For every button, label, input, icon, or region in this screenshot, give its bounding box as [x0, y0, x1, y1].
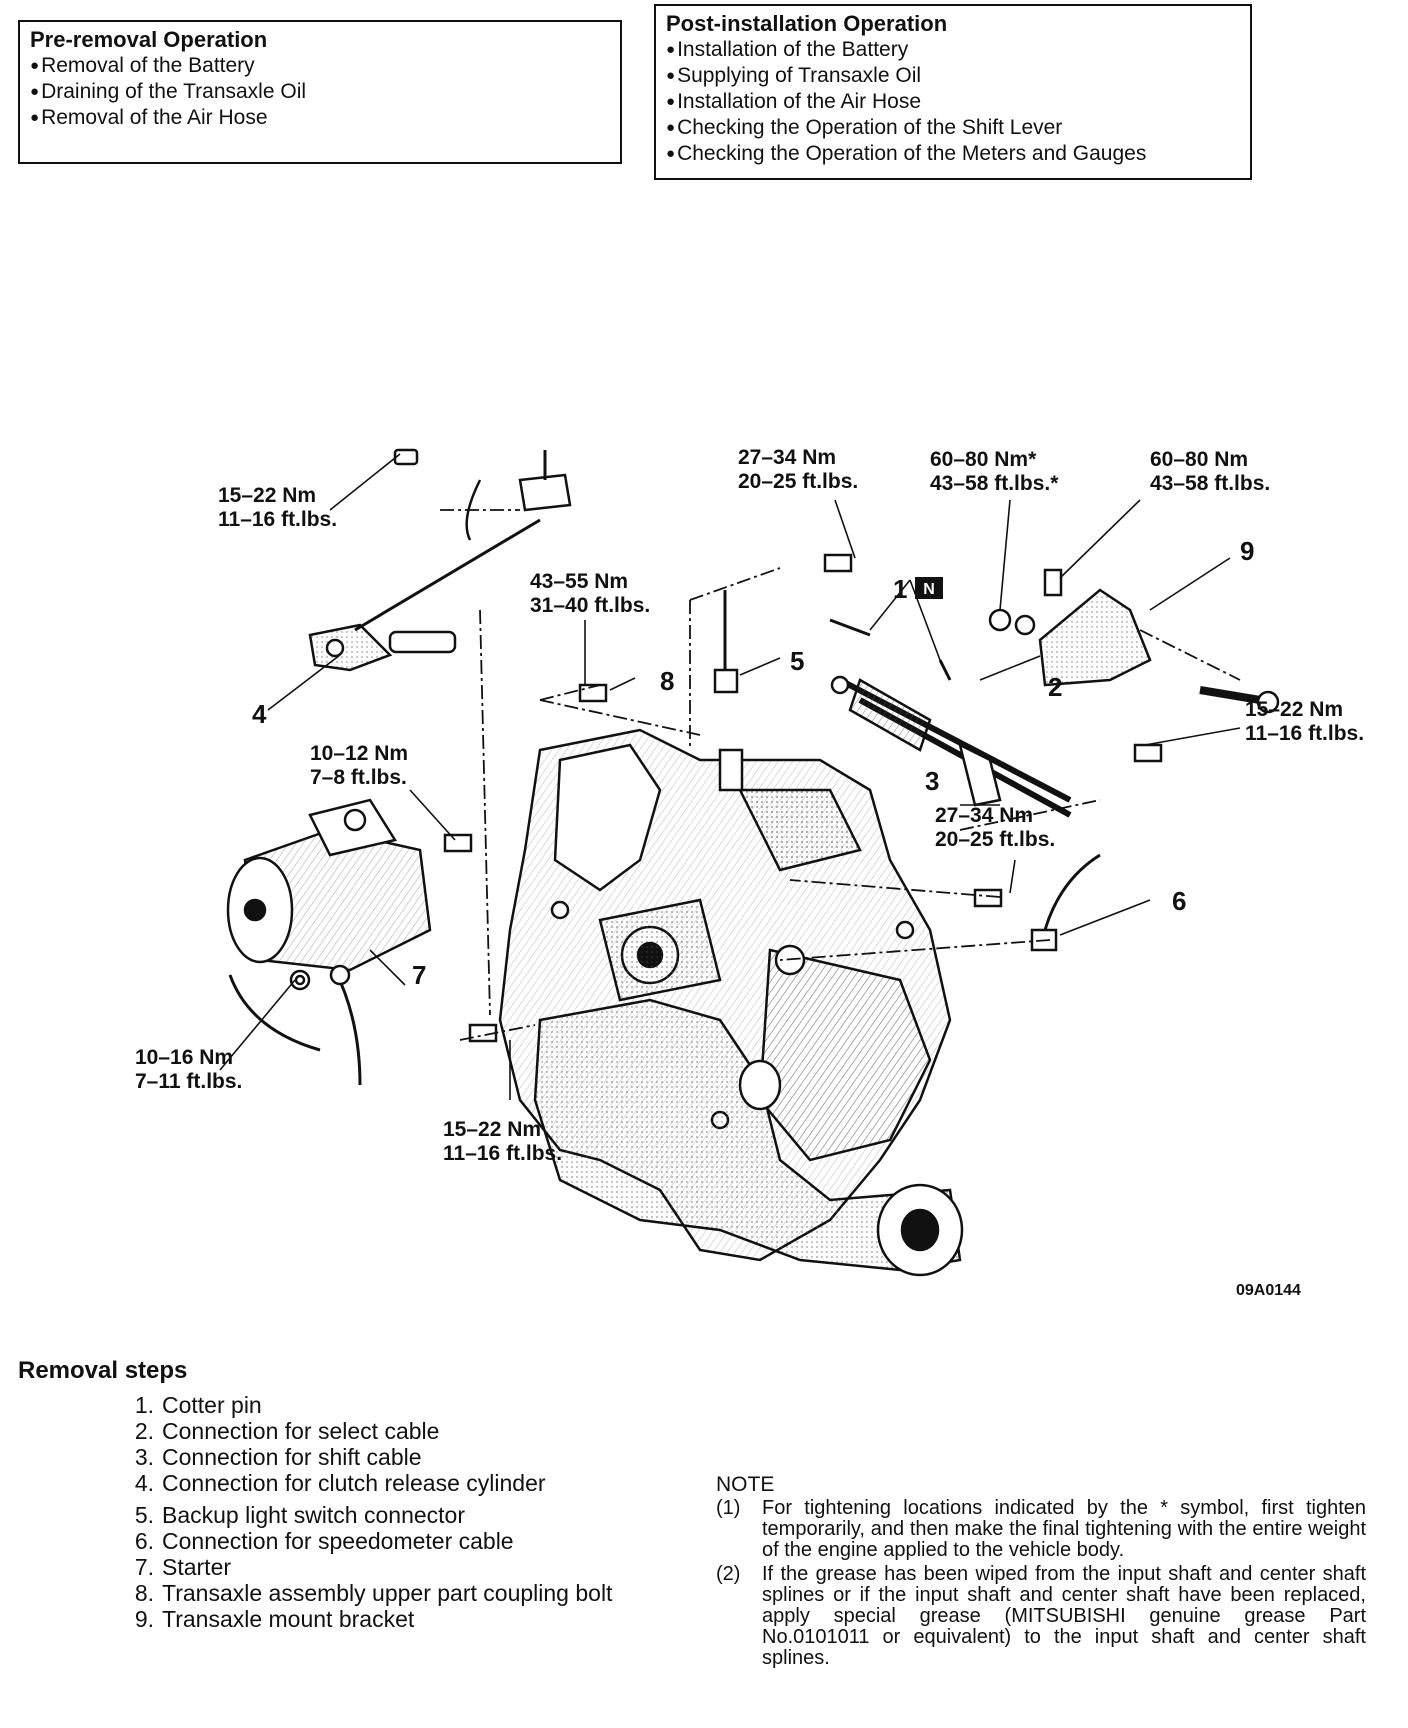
post-installation-item: Installation of the Air Hose [666, 90, 1240, 116]
torque-label-ft: 7–11 ft.lbs. [135, 1070, 242, 1093]
callout-8: 8 [660, 666, 674, 696]
removal-steps-title: Removal steps [18, 1357, 188, 1384]
post-installation-list: Installation of the Battery Supplying of… [666, 38, 1240, 168]
step-number: 4. [134, 1470, 154, 1496]
shift-select-cables [829, 618, 1072, 818]
torque-label-ft: 43–58 ft.lbs.* [930, 472, 1059, 495]
torque-label-nm: 15–22 Nm [443, 1118, 541, 1141]
step-number: 5. [134, 1502, 154, 1528]
torque-label-nm: 60–80 Nm* [930, 448, 1037, 471]
callout-6: 6 [1172, 886, 1186, 916]
step-text: Connection for speedometer cable [162, 1528, 514, 1554]
torque-label-ft: 20–25 ft.lbs. [935, 828, 1055, 851]
note-title: NOTE [716, 1473, 775, 1496]
removal-step: 5. Backup light switch connector [122, 1502, 662, 1528]
step-text: Connection for clutch release cylinder [162, 1470, 546, 1496]
new-part-mark: N [923, 581, 935, 598]
speedometer-cable [1030, 853, 1101, 952]
step-text: Starter [162, 1554, 232, 1580]
torque-label-ft: 11–16 ft.lbs. [1245, 722, 1364, 745]
step-text: Connection for shift cable [162, 1444, 422, 1470]
pre-removal-list: Removal of the Battery Draining of the T… [30, 54, 610, 132]
removal-step: 4. Connection for clutch release cylinder [122, 1470, 662, 1496]
pre-removal-item: Removal of the Air Hose [30, 106, 610, 132]
removal-step: 9. Transaxle mount bracket [122, 1606, 662, 1632]
post-installation-item: Installation of the Battery [666, 38, 1240, 64]
torque-label-nm: 10–16 Nm [135, 1046, 233, 1069]
removal-step: 6. Connection for speedometer cable [122, 1528, 662, 1554]
step-text: Backup light switch connector [162, 1502, 465, 1528]
step-number: 9. [134, 1606, 154, 1632]
torque-label-ft: 11–16 ft.lbs. [218, 508, 337, 531]
callout-2: 2 [1048, 672, 1062, 702]
torque-label-ft: 11–16 ft.lbs. [443, 1142, 562, 1165]
leader-lines [219, 453, 1241, 1100]
torque-label-ft: 43–58 ft.lbs. [1150, 472, 1270, 495]
post-installation-item: Supplying of Transaxle Oil [666, 64, 1240, 90]
step-number: 1. [134, 1392, 154, 1418]
step-number: 2. [134, 1418, 154, 1444]
torque-label-nm: 43–55 Nm [530, 570, 628, 593]
torque-label-nm: 15–22 Nm [218, 484, 316, 507]
torque-label-ft: 31–40 ft.lbs. [530, 594, 650, 617]
callout-5: 5 [790, 646, 804, 676]
note-text: If the grease has been wiped from the in… [762, 1563, 1366, 1669]
step-number: 7. [134, 1554, 154, 1580]
step-number: 3. [134, 1444, 154, 1470]
removal-step: 8. Transaxle assembly upper part coupling… [122, 1580, 662, 1606]
callout-9: 9 [1240, 536, 1254, 566]
torque-labels: 15–22 Nm 11–16 ft.lbs. 27–34 Nm 20–25 ft… [135, 446, 1364, 1165]
clutch-release-cylinder [308, 518, 541, 672]
removal-steps-list: 1. Cotter pin 2. Connection for select cab… [122, 1392, 662, 1632]
figure-id: 09A0144 [1236, 1282, 1301, 1299]
step-number: 8. [134, 1580, 154, 1606]
step-text: Cotter pin [162, 1392, 262, 1418]
removal-step: 3. Connection for shift cable [122, 1444, 662, 1470]
pre-removal-item: Draining of the Transaxle Oil [30, 80, 610, 106]
step-text: Transaxle assembly upper part coupling b… [162, 1580, 613, 1606]
post-installation-item: Checking the Operation of the Shift Leve… [666, 116, 1240, 142]
callout-1: 1 [893, 574, 907, 604]
step-text: Transaxle mount bracket [162, 1606, 415, 1632]
callout-7: 7 [412, 960, 426, 990]
torque-label-nm: 27–34 Nm [738, 446, 836, 469]
step-text: Connection for select cable [162, 1418, 440, 1444]
backup-light-switch-connector [713, 590, 739, 694]
post-installation-item: Checking the Operation of the Meters and… [666, 142, 1240, 168]
note-number: (2) [716, 1563, 741, 1585]
post-installation-box: Post-installation Operation Installation… [654, 4, 1252, 180]
note-block: NOTE (1) For tightening locations indica… [716, 1474, 1366, 1672]
transaxle-exploded-diagram: 15–22 Nm 11–16 ft.lbs. 27–34 Nm 20–25 ft… [135, 446, 1364, 1299]
part-callouts: 1 N 2 3 4 5 6 7 8 9 [252, 536, 1254, 990]
torque-label-nm: 27–34 Nm [935, 804, 1033, 827]
removal-step: 1. Cotter pin [122, 1392, 662, 1418]
post-installation-title: Post-installation Operation [666, 11, 948, 36]
callout-3: 3 [925, 766, 939, 796]
removal-step: 2. Connection for select cable [122, 1418, 662, 1444]
starter-harness [228, 964, 362, 1086]
pre-removal-title: Pre-removal Operation [30, 27, 268, 52]
extension-housing [533, 998, 964, 1277]
note-number: (1) [716, 1497, 741, 1519]
new-part-mark-box [915, 577, 943, 599]
pre-removal-item: Removal of the Battery [30, 54, 610, 80]
torque-label-nm: 10–12 Nm [310, 742, 408, 765]
torque-label-ft: 20–25 ft.lbs. [738, 470, 858, 493]
torque-label-nm: 60–80 Nm [1150, 448, 1248, 471]
clutch-hose-bracket [393, 448, 572, 541]
pre-removal-box: Pre-removal Operation Removal of the Bat… [18, 20, 622, 164]
bolts [294, 553, 1163, 1043]
removal-step: 7. Starter [122, 1554, 662, 1580]
torque-label-ft: 7–8 ft.lbs. [310, 766, 407, 789]
note-item: (1) For tightening locations indicated b… [716, 1498, 1366, 1561]
step-number: 6. [134, 1528, 154, 1554]
torque-label-nm: 15–22 Nm [1245, 698, 1343, 721]
note-text: For tightening locations indicated by th… [762, 1497, 1366, 1561]
transaxle-mount-bracket [988, 568, 1280, 714]
note-item: (2) If the grease has been wiped from th… [716, 1564, 1366, 1669]
guide-lines [440, 509, 1241, 1041]
starter-motor [226, 798, 432, 972]
callout-4: 4 [252, 699, 267, 729]
